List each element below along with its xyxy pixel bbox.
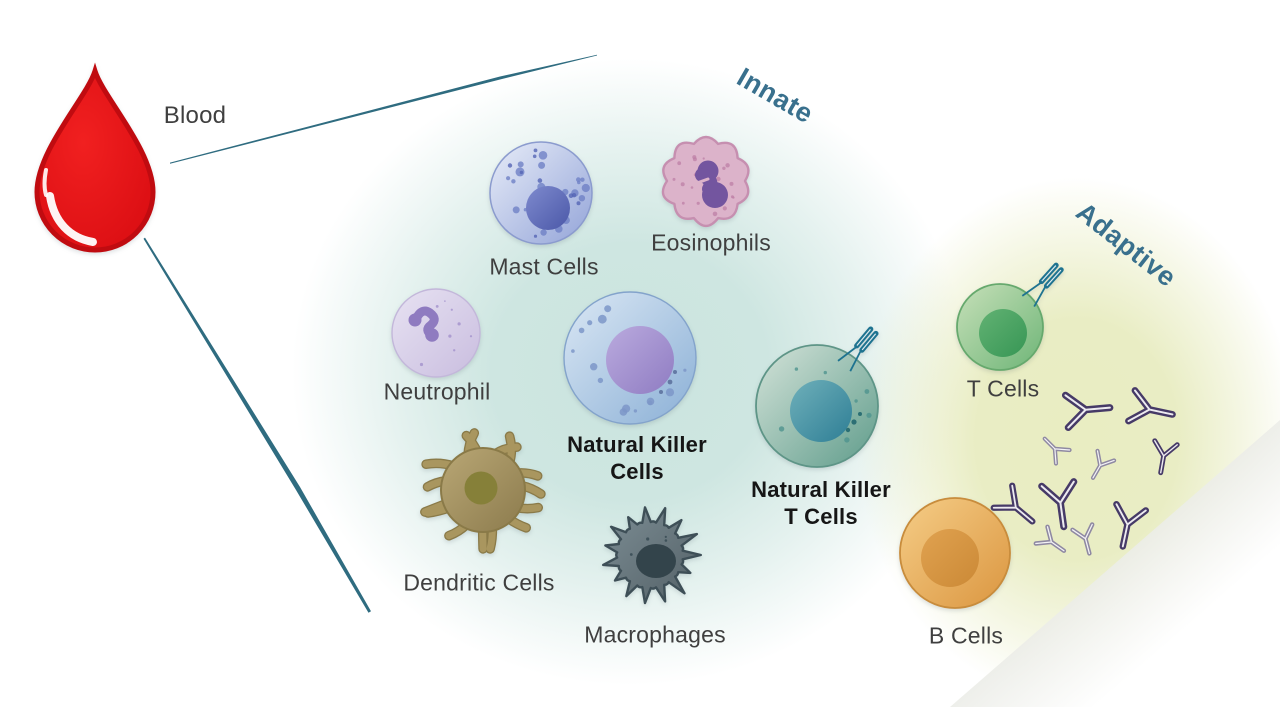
natural-killer-cells-label-line2: Cells	[610, 459, 664, 484]
natural-killer-t-cell-icon	[755, 323, 883, 468]
eosinophil-granules	[672, 155, 735, 217]
eosinophils-label: Eosinophils	[651, 229, 771, 256]
blood-drop-icon	[34, 62, 156, 253]
antibody-icon	[1085, 451, 1114, 483]
antibody-icon	[1108, 504, 1146, 549]
eosinophil-nucleus	[695, 160, 728, 208]
antibody-icon	[1073, 525, 1100, 557]
antibody-icon	[1128, 390, 1175, 429]
b-cell-nucleus	[921, 529, 979, 587]
neutrophil-label: Neutrophil	[383, 378, 491, 405]
nk-cell-nucleus	[606, 326, 674, 394]
b-cells-label: B Cells	[928, 622, 1004, 649]
natural-killer-cells-label-line1: Natural Killer	[567, 432, 707, 457]
nkt-cell-granules	[778, 367, 872, 443]
neutrophil-icon	[391, 288, 481, 378]
dendritic-cells-label: Dendritic Cells	[403, 569, 555, 596]
divergence-line-upper	[170, 54, 597, 164]
antibody-icon	[1042, 482, 1080, 529]
natural-killer-cell-icon	[563, 291, 697, 425]
b-cell-receptor-antibody-icon	[994, 486, 1042, 533]
nk-cell-granules	[571, 305, 687, 416]
macrophage-granules	[629, 535, 668, 556]
t-cell-nucleus	[979, 309, 1027, 357]
macrophages-label: Macrophages	[584, 621, 726, 648]
neutrophil-nucleus	[408, 306, 439, 342]
eosinophil-icon	[661, 135, 750, 228]
natural-killer-t-cells-label-line2: T Cells	[784, 504, 858, 529]
antibody-field	[995, 375, 1210, 580]
macrophage-nucleus	[636, 544, 676, 578]
natural-killer-t-cells-label: Natural Killer T Cells	[751, 476, 891, 530]
nkt-cell-nucleus	[790, 380, 852, 442]
mast-cell-nucleus	[526, 186, 570, 230]
b-cell-icon	[899, 497, 1011, 609]
antibody-icon	[1036, 527, 1070, 559]
antibody-icon	[1065, 392, 1111, 428]
divergence-line-lower	[143, 237, 371, 613]
dendritic-cell-nucleus	[464, 471, 498, 505]
antibody-icon	[1149, 441, 1177, 475]
dendritic-cell-icon	[420, 428, 546, 554]
mast-cells-label: Mast Cells	[489, 253, 599, 280]
natural-killer-cells-label: Natural Killer Cells	[567, 431, 707, 485]
t-cell-icon	[956, 259, 1068, 371]
mast-cell-icon	[489, 141, 593, 245]
blood-label: Blood	[163, 102, 227, 129]
antibody-icon	[1038, 432, 1070, 464]
t-cells-label: T Cells	[966, 375, 1040, 402]
macrophage-icon	[602, 506, 702, 605]
natural-killer-t-cells-label-line1: Natural Killer	[751, 477, 891, 502]
